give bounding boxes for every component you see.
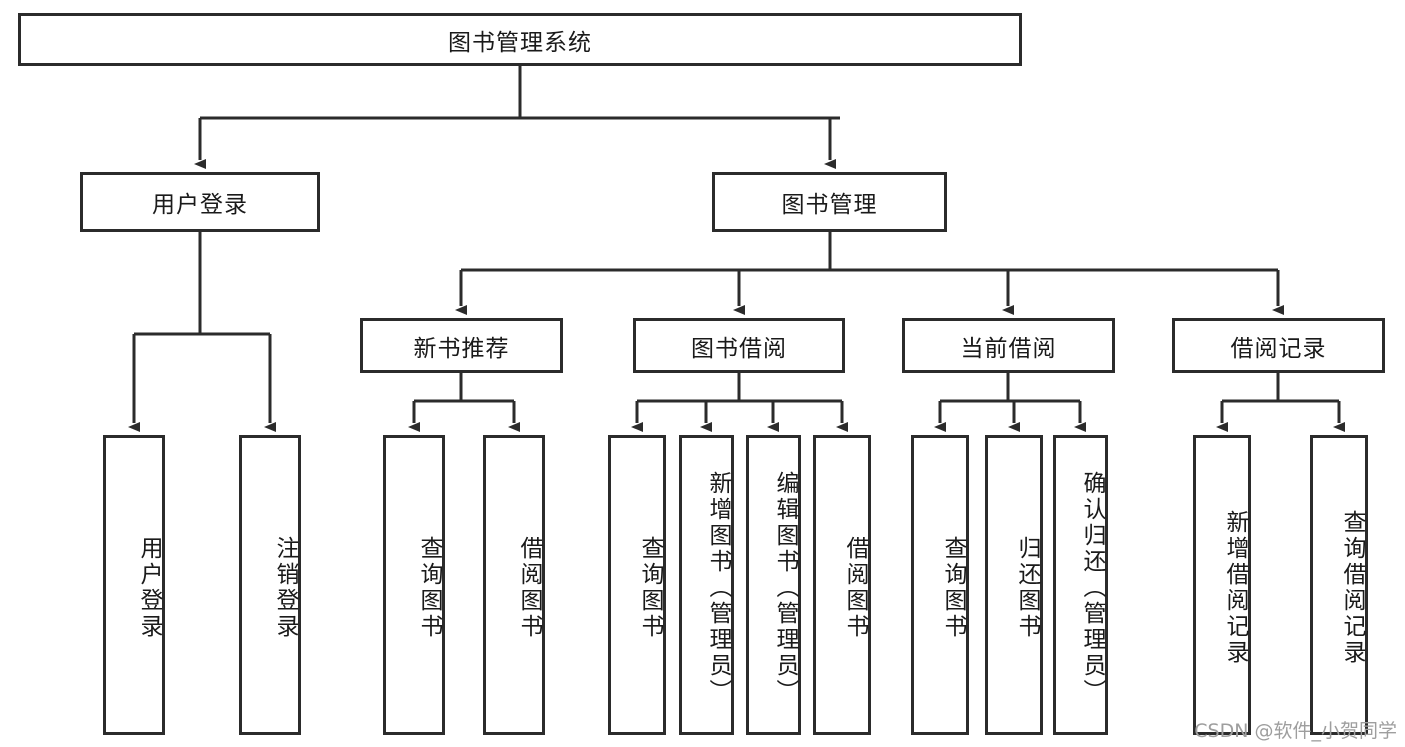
node-user-login[interactable]: 用户登录 — [80, 172, 320, 232]
node-leaf-add-borrow-record[interactable]: 新增借阅记录 — [1193, 435, 1251, 735]
node-leaf-user-login[interactable]: 用户登录 — [103, 435, 165, 735]
node-book-manage[interactable]: 图书管理 — [712, 172, 947, 232]
node-leaf-borrow-book-recommend[interactable]: 借阅图书 — [483, 435, 545, 735]
leaf-label: 查询图书 — [940, 536, 966, 640]
node-leaf-add-book-admin[interactable]: 新增图书（管理员） — [679, 435, 734, 735]
leaf-label: 查询图书 — [637, 536, 663, 640]
node-leaf-borrow-book[interactable]: 借阅图书 — [813, 435, 871, 735]
node-leaf-edit-book-admin[interactable]: 编辑图书（管理员） — [746, 435, 801, 735]
leaf-label: 注销登录 — [272, 536, 298, 640]
node-leaf-confirm-return-admin[interactable]: 确认归还（管理员） — [1053, 435, 1108, 735]
node-leaf-query-borrow-record[interactable]: 查询借阅记录 — [1310, 435, 1368, 735]
node-leaf-query-book-current[interactable]: 查询图书 — [911, 435, 969, 735]
leaf-label: 编辑图书（管理员） — [772, 471, 798, 705]
leaf-label: 确认归还（管理员） — [1079, 471, 1105, 705]
node-book-borrow[interactable]: 图书借阅 — [633, 318, 845, 373]
node-leaf-return-book[interactable]: 归还图书 — [985, 435, 1043, 735]
node-leaf-user-logout[interactable]: 注销登录 — [239, 435, 301, 735]
leaf-label: 借阅图书 — [842, 536, 868, 640]
node-leaf-query-book-recommend[interactable]: 查询图书 — [383, 435, 445, 735]
node-borrow-record[interactable]: 借阅记录 — [1172, 318, 1385, 373]
leaf-label: 新增图书（管理员） — [705, 471, 731, 705]
node-current-borrow[interactable]: 当前借阅 — [902, 318, 1115, 373]
leaf-label: 查询借阅记录 — [1339, 510, 1365, 666]
node-new-book-recommend[interactable]: 新书推荐 — [360, 318, 563, 373]
leaf-label: 归还图书 — [1014, 536, 1040, 640]
leaf-label: 借阅图书 — [516, 536, 542, 640]
watermark-text: CSDN @软件_小贺同学 — [1194, 720, 1397, 742]
node-leaf-query-book-borrow[interactable]: 查询图书 — [608, 435, 666, 735]
leaf-label: 查询图书 — [416, 536, 442, 640]
node-root-system[interactable]: 图书管理系统 — [18, 13, 1022, 66]
leaf-label: 用户登录 — [136, 536, 162, 640]
leaf-label: 新增借阅记录 — [1222, 510, 1248, 666]
